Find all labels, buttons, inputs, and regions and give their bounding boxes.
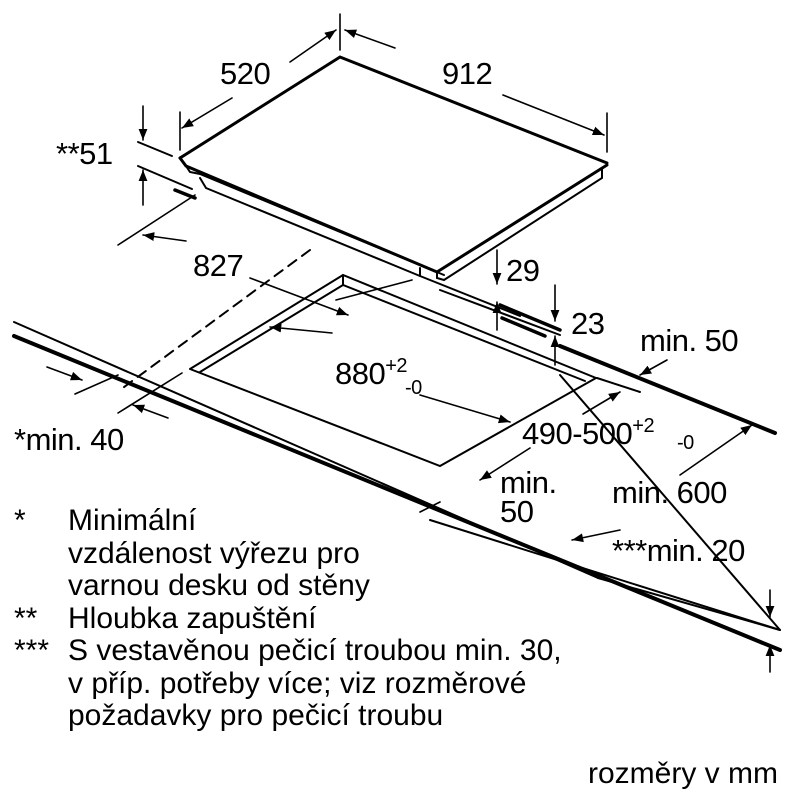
footnote-line: varnou desku od stěny bbox=[68, 569, 370, 602]
dim-cutout-width-tol-minus: -0 bbox=[405, 377, 422, 399]
dim-cutout-depth-tol-minus: -0 bbox=[677, 432, 694, 454]
dim-front-min-line1: min. bbox=[500, 465, 557, 500]
footnote-line: požadavky pro pečicí troubu bbox=[68, 699, 444, 732]
dim-hob-depth: 520 bbox=[220, 56, 271, 91]
units-note: rozměry v mm bbox=[588, 757, 778, 790]
dim-rear-min: min. 50 bbox=[640, 323, 739, 358]
worktop bbox=[12, 321, 782, 652]
footnote-mark: * bbox=[14, 504, 26, 537]
dim-side-min-wall: *min. 40 bbox=[14, 422, 124, 457]
dim-worktop-thickness-min: ***min. 20 bbox=[612, 533, 745, 568]
footnote-line: vzdálenost výřezu pro bbox=[68, 536, 360, 570]
dim-cutout-depth: 490-500+2 bbox=[522, 415, 655, 451]
footnote-line: Minimální bbox=[68, 504, 197, 537]
dim-height-29: 29 bbox=[506, 253, 540, 288]
footnote-line: S vestavěnou pečicí troubou min. 30, bbox=[68, 634, 562, 667]
cutout-depth-tol-plus: +2 bbox=[632, 415, 655, 437]
footnote-line: Hloubka zapuštění bbox=[68, 601, 317, 635]
footnote-mark: ** bbox=[14, 601, 38, 635]
dim-hob-width: 912 bbox=[442, 56, 493, 91]
dim-front-min-line2: 50 bbox=[500, 494, 534, 529]
worktop-rear-lines bbox=[137, 141, 562, 338]
footnote-line: v příp. potřeby více; viz rozměrové bbox=[68, 666, 527, 700]
dimension-lines bbox=[46, 13, 775, 673]
hob-top bbox=[178, 55, 609, 274]
cutout-width-tol-plus: +2 bbox=[385, 355, 408, 377]
footnote-mark: *** bbox=[14, 634, 50, 667]
footnote-1: * Minimální vzdálenost výřezu pro varnou… bbox=[14, 504, 562, 603]
cutout-width-value: 880 bbox=[335, 356, 386, 391]
dashed-reference-line bbox=[119, 249, 311, 391]
footnote-3: *** S vestavěnou pečicí troubou min. 30,… bbox=[14, 634, 562, 733]
dim-cutout-width: 880+2 bbox=[335, 355, 408, 391]
footnotes: * Minimální vzdálenost výřezu pro varnou… bbox=[14, 504, 562, 733]
footnote-2: ** Hloubka zapuštění bbox=[14, 601, 562, 636]
dim-worktop-depth-min: min. 600 bbox=[612, 475, 727, 510]
hob-body bbox=[185, 165, 603, 282]
cutout bbox=[189, 273, 641, 468]
dim-gap-23: 23 bbox=[571, 306, 605, 341]
cutout-depth-value: 490-500 bbox=[522, 416, 633, 451]
dim-hob-body-width: 827 bbox=[193, 248, 244, 283]
dim-recess-depth: **51 bbox=[56, 136, 113, 171]
